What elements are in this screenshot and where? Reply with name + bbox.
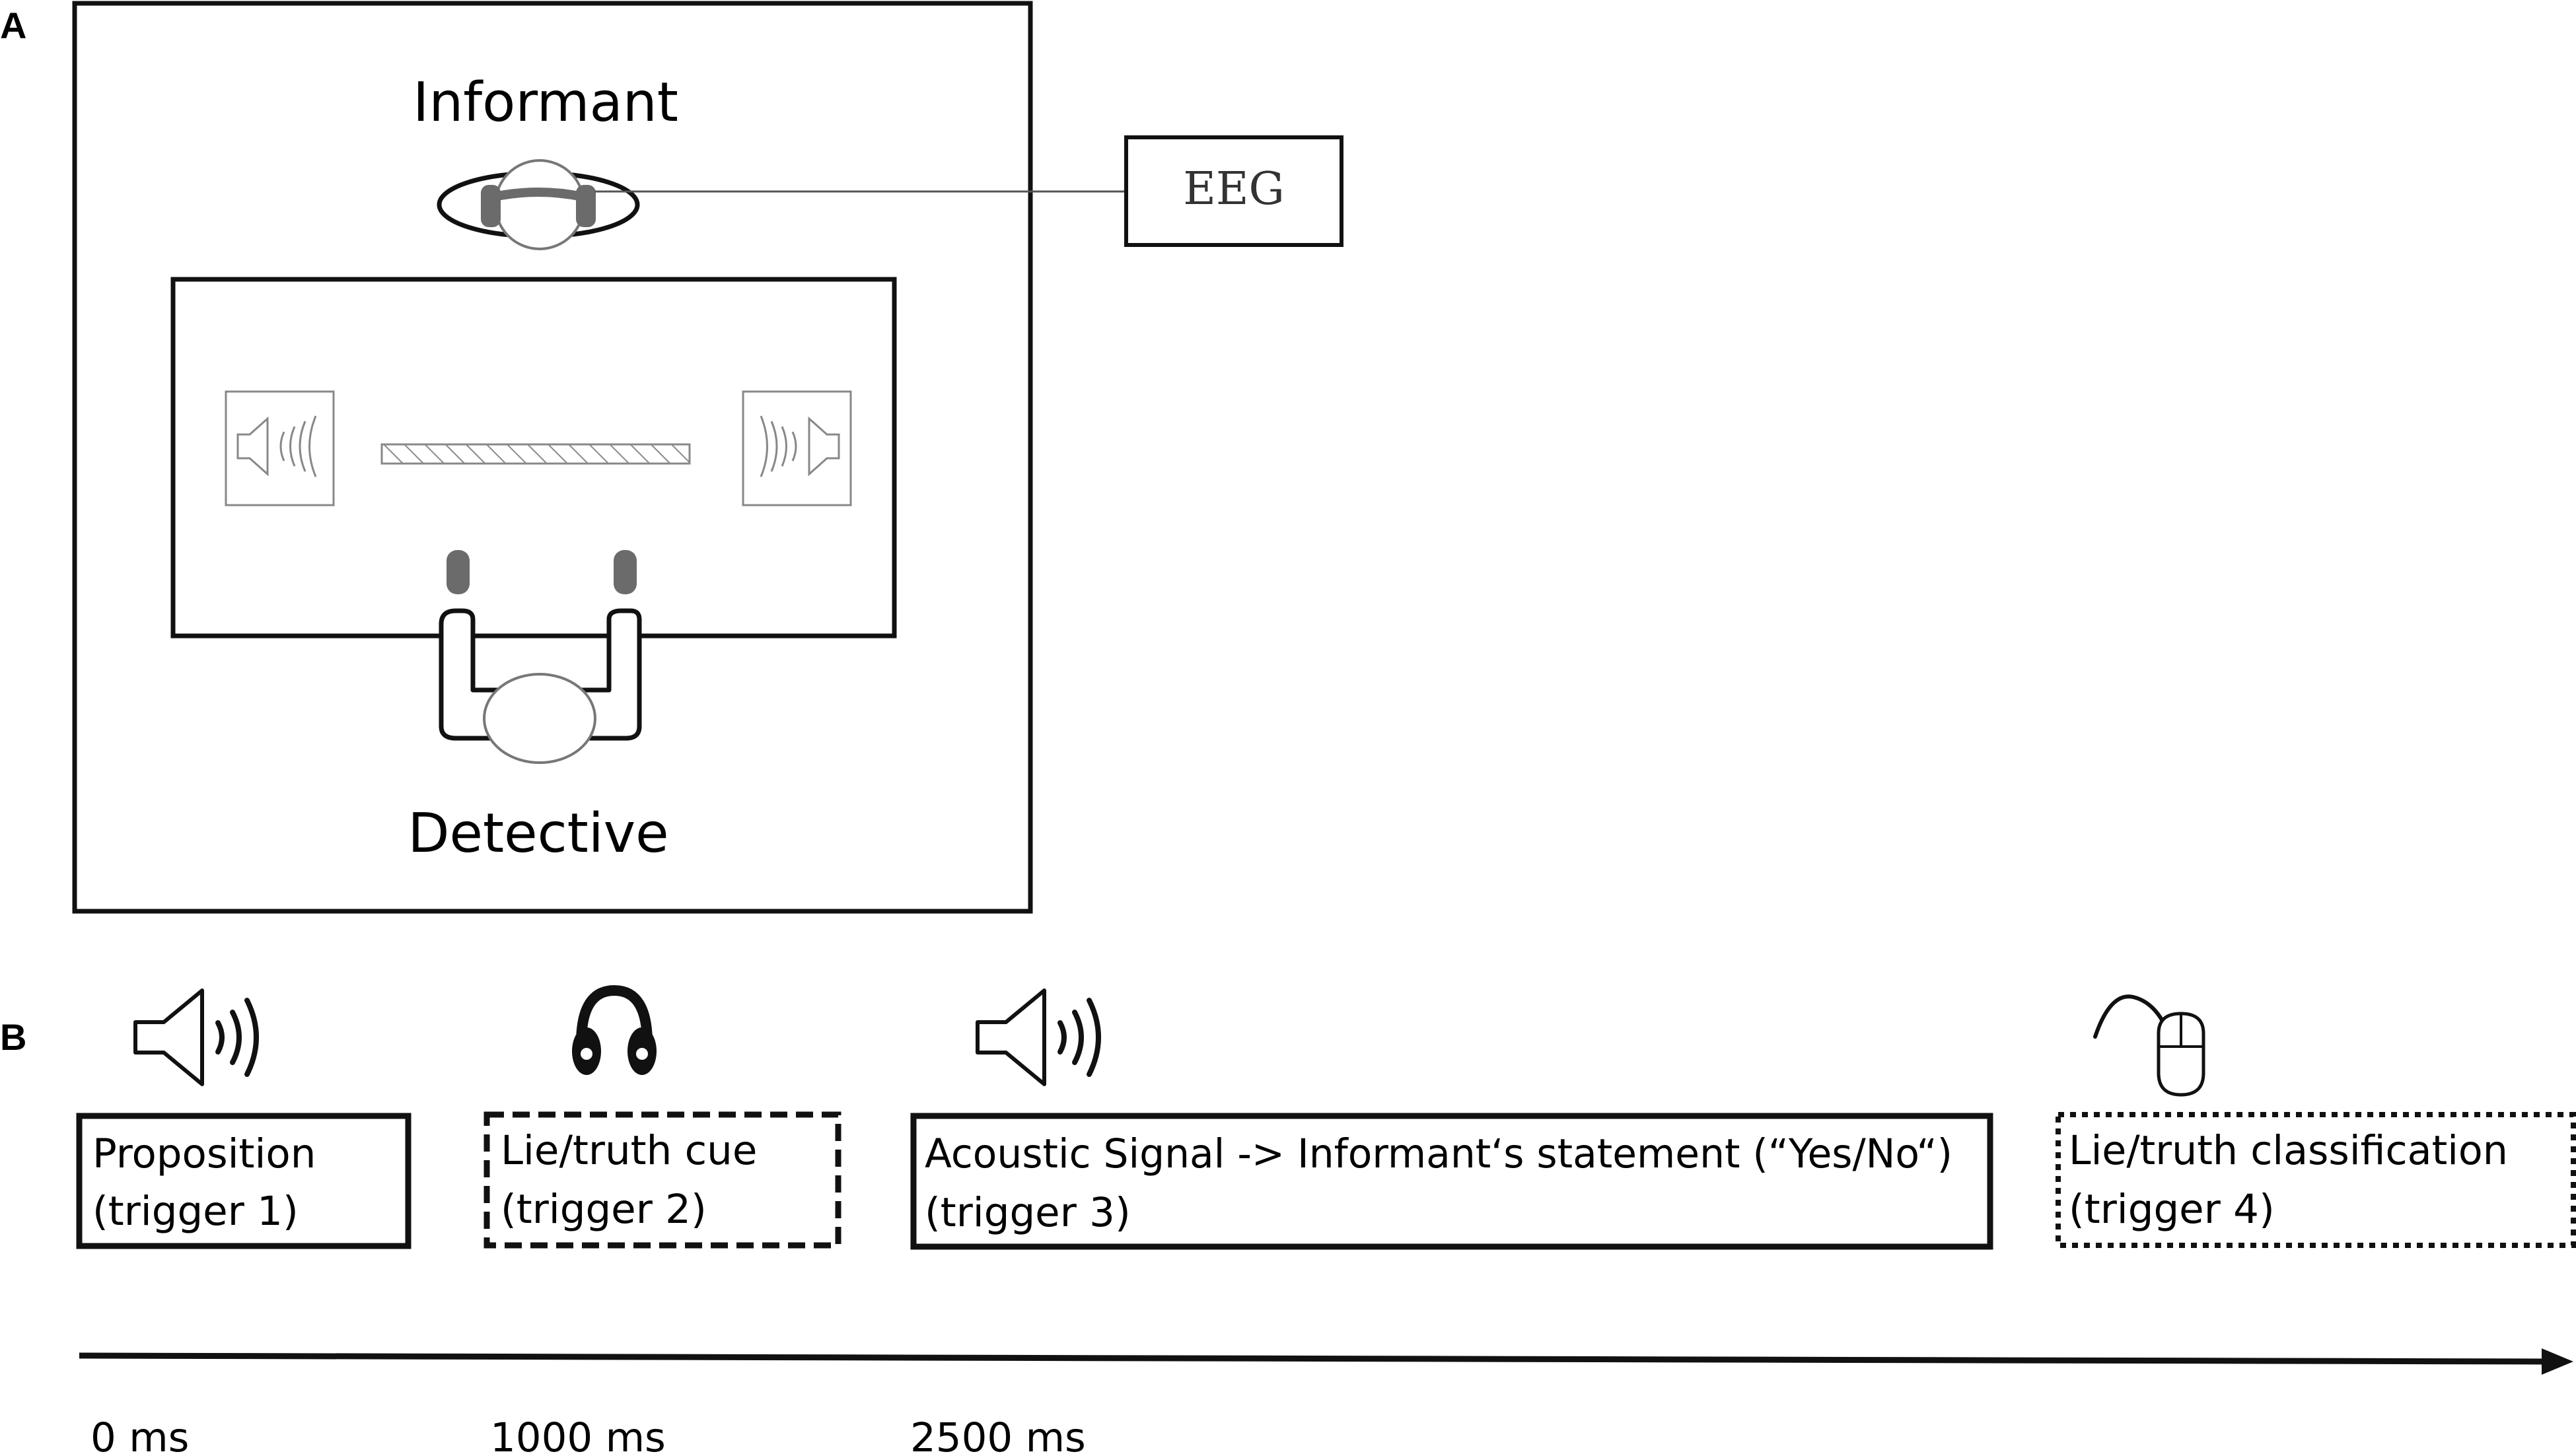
informant-label: Informant	[413, 71, 678, 134]
box-proposition-line1: Proposition	[92, 1130, 316, 1177]
box-classification	[2056, 1112, 2576, 1248]
mouse-icon	[2093, 994, 2205, 1097]
timeline-arrowhead	[2542, 1348, 2573, 1375]
box-lie-truth-cue-line1: Lie/truth cue	[501, 1127, 757, 1174]
box-proposition	[76, 1113, 411, 1249]
box-lie-truth-cue-line2: (trigger 2)	[501, 1186, 707, 1233]
panel-a: Informant EEG	[72, 1, 1343, 914]
panel-a-label: A	[0, 5, 26, 46]
speaker-icon-2	[976, 988, 1101, 1086]
panel-b: Proposition (trigger 1) Lie/truth cue (t…	[76, 985, 2576, 1454]
timeline-axis	[79, 1352, 2544, 1365]
box-acoustic-signal-line1: Acoustic Signal -> Informant‘s statement…	[925, 1130, 1952, 1177]
box-acoustic-signal-line2: (trigger 3)	[925, 1189, 1131, 1236]
headphones-icon	[572, 985, 657, 1075]
panel-b-label: B	[0, 1016, 26, 1058]
right-hand-marker	[614, 550, 637, 594]
detective-figure	[439, 608, 642, 764]
left-speaker-icon	[225, 390, 335, 506]
tick-0ms: 0 ms	[90, 1414, 189, 1454]
tick-1000ms: 1000 ms	[490, 1414, 666, 1454]
tick-2500ms: 2500 ms	[910, 1414, 1086, 1454]
box-proposition-line2: (trigger 1)	[92, 1188, 299, 1235]
informant-figure	[437, 159, 640, 250]
speaker-icon	[133, 988, 259, 1086]
box-acoustic-signal	[910, 1113, 1993, 1250]
box-classification-line2: (trigger 4)	[2069, 1186, 2275, 1233]
eeg-label: EEG	[1183, 163, 1285, 215]
room-frame	[72, 1, 1033, 914]
box-classification-line1: Lie/truth classification	[2069, 1127, 2508, 1174]
hatched-bar	[380, 443, 691, 465]
right-speaker-icon	[742, 390, 852, 506]
box-lie-truth-cue	[483, 1111, 841, 1249]
eeg-box	[1124, 135, 1343, 247]
left-hand-marker	[447, 550, 470, 594]
detective-label: Detective	[408, 802, 668, 865]
